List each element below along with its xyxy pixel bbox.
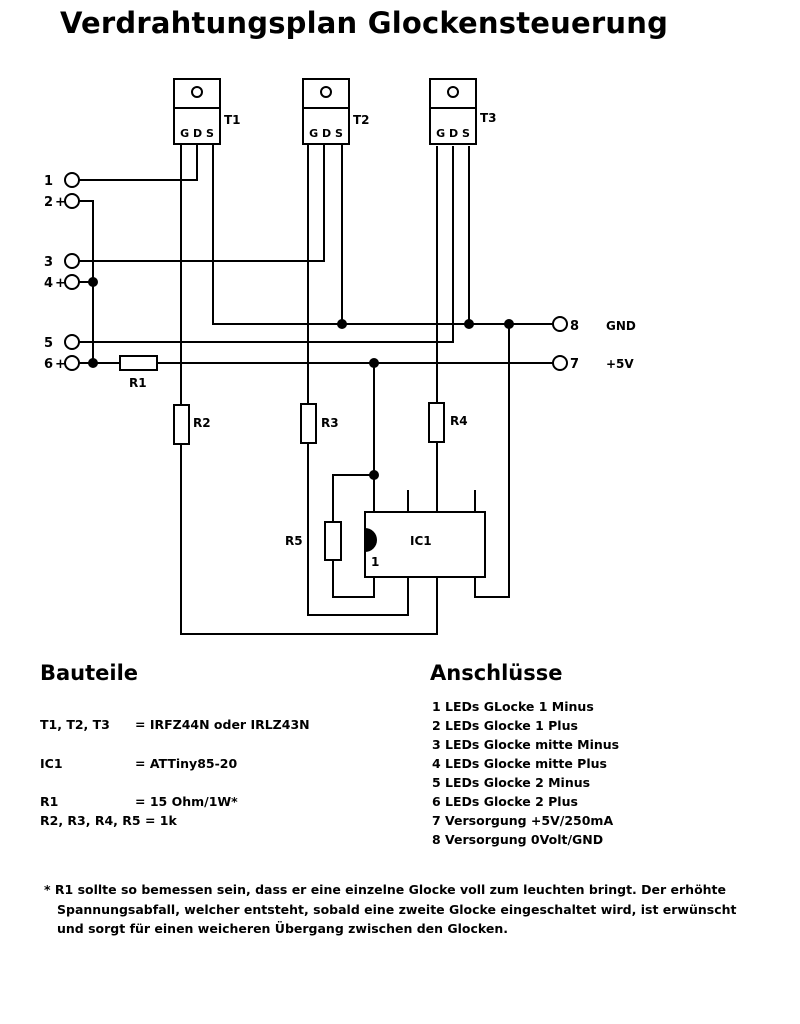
terminal-6-label: 6 bbox=[44, 357, 53, 372]
connection-item: 2 LEDs Glocke 1 Plus bbox=[432, 718, 578, 733]
resistor-r2 bbox=[173, 404, 190, 445]
terminal-6-plus: + bbox=[55, 357, 66, 372]
parts-row-name: R2, R3, R4, R5 = 1k bbox=[40, 813, 177, 828]
resistor-r4 bbox=[428, 402, 445, 443]
parts-heading: Bauteile bbox=[40, 661, 139, 685]
wire-t3-drain bbox=[79, 146, 454, 343]
footnote-line: Spannungsabfall, welcher entsteht, sobal… bbox=[57, 901, 737, 917]
terminal-8-label: 8 bbox=[570, 319, 579, 334]
r2-label: R2 bbox=[193, 416, 211, 430]
terminal-2 bbox=[64, 193, 80, 209]
t2-pins: G D S bbox=[309, 127, 343, 140]
connection-item: 6 LEDs Glocke 2 Plus bbox=[432, 794, 578, 809]
terminal-1 bbox=[64, 172, 80, 188]
connection-item: 3 LEDs Glocke mitte Minus bbox=[432, 737, 620, 752]
terminal-5-label: 5 bbox=[44, 336, 53, 351]
connection-item: 5 LEDs Glocke 2 Minus bbox=[432, 775, 591, 790]
r5-label: R5 bbox=[285, 534, 303, 548]
parts-row-name: R1 bbox=[40, 794, 59, 809]
wire-t1-source bbox=[212, 145, 556, 325]
r1-label: R1 bbox=[129, 376, 147, 390]
wire-r5 bbox=[332, 474, 375, 598]
wire-gnd-ic bbox=[474, 324, 510, 598]
parts-row-name: T1, T2, T3 bbox=[40, 717, 110, 732]
t3-label: T3 bbox=[480, 111, 497, 125]
transistor-t3: G D S T3 bbox=[429, 78, 497, 145]
page-title: Verdrahtungsplan Glockensteuerung bbox=[60, 6, 669, 40]
connection-item: 1 LEDs GLocke 1 Minus bbox=[432, 699, 594, 714]
t2-label: T2 bbox=[353, 113, 370, 127]
t1-label: T1 bbox=[224, 113, 241, 127]
junctions bbox=[88, 277, 514, 480]
terminal-8-name: GND bbox=[606, 319, 636, 333]
connections-heading: Anschlüsse bbox=[430, 661, 563, 685]
terminal-3 bbox=[64, 253, 80, 269]
terminal-8 bbox=[552, 316, 568, 332]
left-terminals bbox=[64, 172, 80, 371]
wires bbox=[79, 145, 556, 635]
terminal-7-label: 7 bbox=[570, 357, 579, 372]
wire-t1-drain bbox=[79, 145, 198, 181]
terminal-1-label: 1 bbox=[44, 174, 53, 189]
terminal-5 bbox=[64, 334, 80, 350]
terminal-4 bbox=[64, 274, 80, 290]
terminal-4-plus: + bbox=[55, 276, 66, 291]
terminal-7-name: +5V bbox=[606, 357, 634, 371]
transistor-t2: G D S T2 bbox=[302, 78, 370, 145]
wiring-schematic: G D S T1 G D S T2 G D S T3 R1 R2 R3 R4 R… bbox=[44, 78, 636, 635]
parts-row-value: = IRFZ44N oder IRLZ43N bbox=[135, 717, 310, 732]
connection-item: 8 Versorgung 0Volt/GND bbox=[432, 832, 604, 847]
r4-label: R4 bbox=[450, 414, 468, 428]
resistors bbox=[119, 355, 445, 561]
wire-t1-gate bbox=[180, 145, 438, 635]
footnote-line: * R1 sollte so bemessen sein, dass er ei… bbox=[44, 882, 727, 897]
resistor-r1 bbox=[119, 355, 158, 371]
connection-item: 4 LEDs Glocke mitte Plus bbox=[432, 756, 607, 771]
ic1-label: IC1 bbox=[410, 534, 432, 548]
connection-item: 7 Versorgung +5V/250mA bbox=[432, 813, 614, 828]
terminal-7 bbox=[552, 355, 568, 371]
transistor-t1: G D S T1 bbox=[173, 78, 241, 145]
ic1: IC1 1 bbox=[364, 511, 486, 578]
terminal-3-label: 3 bbox=[44, 255, 53, 270]
t1-pins: G D S bbox=[180, 127, 214, 140]
terminal-4-label: 4 bbox=[44, 276, 53, 291]
footnote-line: und sorgt für einen weicheren Übergang z… bbox=[57, 921, 509, 936]
resistor-r5 bbox=[324, 521, 342, 561]
wire-plus-rail bbox=[79, 200, 94, 363]
terminal-6 bbox=[64, 355, 80, 371]
parts-row-value: = ATTiny85-20 bbox=[135, 756, 238, 771]
ic1-pin1: 1 bbox=[371, 555, 379, 569]
footnote: * R1 sollte so bemessen sein, dass er ei… bbox=[44, 880, 744, 939]
wire-t2-drain bbox=[79, 145, 325, 262]
r3-label: R3 bbox=[321, 416, 339, 430]
terminal-2-plus: + bbox=[55, 195, 66, 210]
resistor-r3 bbox=[300, 403, 317, 444]
parts-row-value: = 15 Ohm/1W* bbox=[135, 794, 238, 809]
t3-pins: G D S bbox=[436, 127, 470, 140]
terminal-2-label: 2 bbox=[44, 195, 53, 210]
parts-row-name: IC1 bbox=[40, 756, 63, 771]
